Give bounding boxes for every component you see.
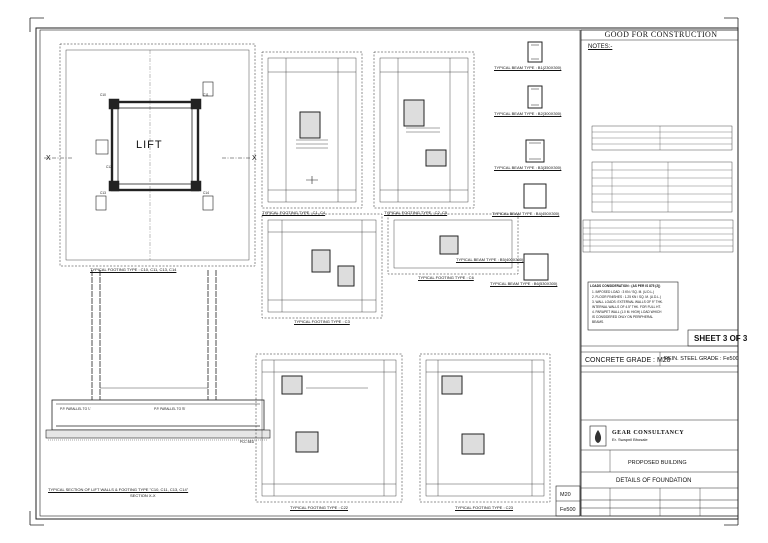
load-line: 1. IMPOSED LOAD : 3 KN / SQ. M. (U.D.L.) — [592, 290, 655, 294]
footing-c2-c5-title: TYPICAL FOOTING TYPE : C2, C5 — [384, 210, 448, 215]
section-subtitle: SECTION X-X — [130, 493, 156, 498]
steel-grade: REIN. STEEL GRADE : Fe500 — [664, 356, 739, 362]
footing-c22-title: TYPICAL FOOTING TYPE : C22 — [290, 505, 349, 510]
load-line: BEAMS. — [592, 320, 605, 324]
footing-c23-title: TYPICAL FOOTING TYPE : C23 — [455, 505, 514, 510]
pcc-bed-label: PCC BED — [240, 440, 255, 444]
engineer-name: Er. Swapnil Bhosale — [612, 437, 648, 442]
stamp-concrete: M20 — [560, 492, 571, 498]
beam-b6-title: TYPICAL BEAM TYPE : B6(530X300) — [490, 281, 558, 286]
column-tag-c13: C13 — [100, 191, 106, 195]
footing-c6-title: TYPICAL FOOTING TYPE : C6 — [418, 275, 474, 280]
column-tag-c12: C12 — [106, 165, 112, 169]
concrete-grade: CONCRETE GRADE : M20 — [585, 357, 671, 364]
beam-b2-title: TYPICAL BEAM TYPE : B2(300X300) — [494, 111, 562, 116]
beam-b5-title: TYPICAL BEAM TYPE : B5(400X300) — [456, 257, 524, 262]
approval-heading: GOOD FOR CONSTRUCTION — [604, 30, 718, 39]
sheet-number: SHEET 3 OF 3 — [694, 334, 748, 343]
beam-b1-title: TYPICAL BEAM TYPE : B1(230X300) — [494, 65, 562, 70]
section-note-1: P.P. PARALLEL TO 'L' — [60, 407, 91, 411]
section-title: TYPICAL SECTION OF LIFT WALLS & FOOTING … — [48, 487, 189, 492]
load-line: 3. WALL LOADS: EXTERNAL WALLS OF 9" THK. — [592, 300, 663, 304]
beam-b3-title: TYPICAL BEAM TYPE : B3(350X300) — [494, 165, 562, 170]
column-tag-c10: C10 — [100, 93, 106, 97]
footing-c1-c4-title: TYPICAL FOOTING TYPE : C1, C4 — [262, 210, 326, 215]
notes-heading: NOTES:- — [588, 44, 613, 50]
load-line: IS CONSIDERED ONLY ON PERIPHERAL — [592, 315, 654, 319]
drawing-title: DETAILS OF FOUNDATION — [616, 478, 692, 484]
section-note-2: P.P. PARALLEL TO 'B' — [154, 407, 186, 411]
footing-c3-title: TYPICAL FOOTING TYPE : C3 — [294, 319, 350, 324]
lift-label: LIFT — [136, 139, 163, 151]
column-tag-c14: C14 — [203, 191, 209, 195]
project-name: PROPOSED BUILDING — [628, 460, 687, 466]
load-line: INTERNAL WALLS OF 4.5" THK. FOR FULL HT. — [592, 305, 661, 309]
loads-heading: LOADS CONSIDERATION : (AS PER IS 875 (2)… — [590, 284, 661, 288]
section-mark-right: X — [252, 155, 257, 162]
load-line: 2. FLOOR FINISHES : 1.25 KN / SQ. M. (U.… — [592, 295, 661, 299]
section-mark-left: X — [46, 155, 51, 162]
company-name: GEAR CONSULTANCY — [612, 430, 685, 436]
stamp-steel: Fe500 — [560, 507, 576, 513]
column-tag-c11: C11 — [203, 93, 209, 97]
beam-b4-title: TYPICAL BEAM TYPE : B4(450X300) — [492, 211, 560, 216]
lift-footing-title: TYPICAL FOOTING TYPE : C10, C11, C13, C1… — [90, 267, 177, 272]
load-line: 4. PARAPET WALL (1.0 M. HIGH) LOAD WHICH — [592, 310, 662, 314]
